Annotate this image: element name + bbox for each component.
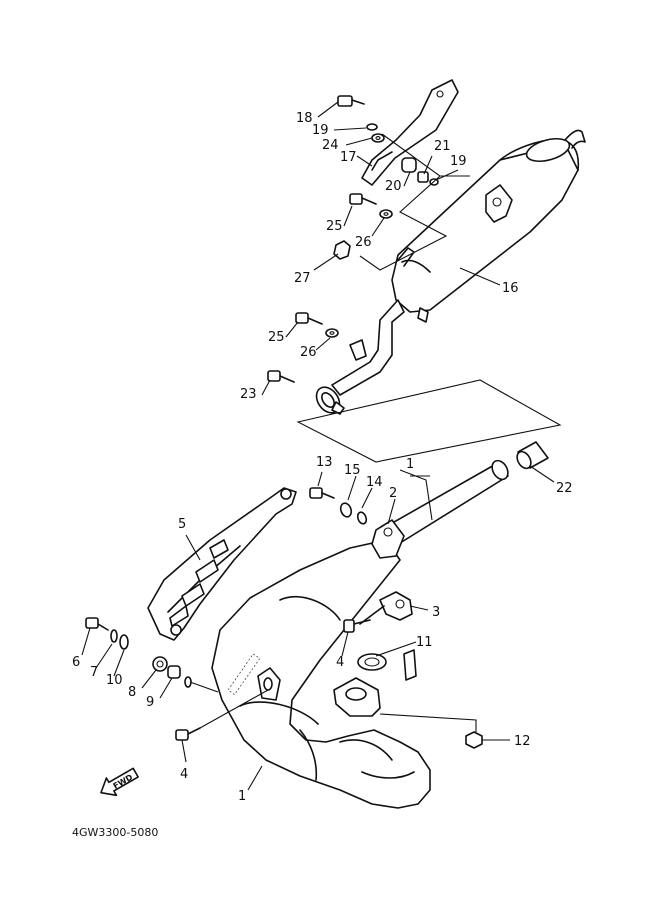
callout-2: 2 bbox=[389, 486, 397, 501]
diagram-code: 4GW3300-5080 bbox=[72, 826, 158, 839]
callout-16: 16 bbox=[502, 281, 519, 296]
callout-26-lower: 26 bbox=[300, 345, 317, 360]
exhaust-pipe-assembly bbox=[211, 441, 549, 809]
nut-12-icon bbox=[465, 731, 483, 749]
callout-24: 24 bbox=[322, 138, 339, 153]
gasket-icon bbox=[357, 653, 387, 671]
callout-21: 21 bbox=[434, 139, 451, 154]
callout-1-upper: 1 bbox=[406, 457, 414, 472]
callout-19: 19 bbox=[312, 123, 329, 138]
callout-27: 27 bbox=[294, 271, 311, 286]
callout-5: 5 bbox=[178, 517, 186, 532]
bolt-18-icon bbox=[337, 95, 353, 107]
washer-19-icon bbox=[366, 123, 378, 131]
callout-25-lower: 25 bbox=[268, 330, 285, 345]
nut-27-icon bbox=[333, 240, 351, 260]
expansion-chamber bbox=[211, 539, 431, 809]
lower-hardware bbox=[85, 469, 483, 749]
callout-8: 8 bbox=[128, 685, 136, 700]
callout-4-lower: 4 bbox=[180, 767, 188, 782]
callout-7: 7 bbox=[90, 665, 98, 680]
callout-22: 22 bbox=[556, 481, 573, 496]
callout-19-right: 19 bbox=[450, 154, 467, 169]
silencer-bracket bbox=[361, 79, 459, 186]
callout-11: 11 bbox=[416, 635, 433, 650]
callout-3: 3 bbox=[432, 605, 440, 620]
callout-6: 6 bbox=[72, 655, 80, 670]
silencer-assembly bbox=[315, 79, 586, 415]
callout-26: 26 bbox=[355, 235, 372, 250]
upper-hardware bbox=[267, 95, 470, 383]
callout-labels: 18 19 24 17 20 21 19 25 26 27 16 25 26 2… bbox=[72, 111, 573, 804]
callout-9: 9 bbox=[146, 695, 154, 710]
leader-lines bbox=[81, 101, 555, 791]
callout-25: 25 bbox=[326, 219, 343, 234]
callout-14: 14 bbox=[366, 475, 383, 490]
callout-13: 13 bbox=[316, 455, 333, 470]
callout-23: 23 bbox=[240, 387, 257, 402]
heat-protector bbox=[147, 487, 297, 641]
bolt-25-icon bbox=[349, 193, 363, 205]
callout-10: 10 bbox=[106, 673, 123, 688]
callout-17: 17 bbox=[340, 150, 357, 165]
callout-20: 20 bbox=[385, 179, 402, 194]
callout-18: 18 bbox=[296, 111, 313, 126]
callout-4-upper: 4 bbox=[336, 655, 344, 670]
callout-15: 15 bbox=[344, 463, 361, 478]
callout-12: 12 bbox=[514, 734, 531, 749]
fwd-arrow-icon: FWD bbox=[100, 767, 139, 797]
separator-frame bbox=[296, 379, 562, 463]
callout-1-lower: 1 bbox=[238, 789, 246, 804]
grommet-icon bbox=[401, 157, 417, 173]
